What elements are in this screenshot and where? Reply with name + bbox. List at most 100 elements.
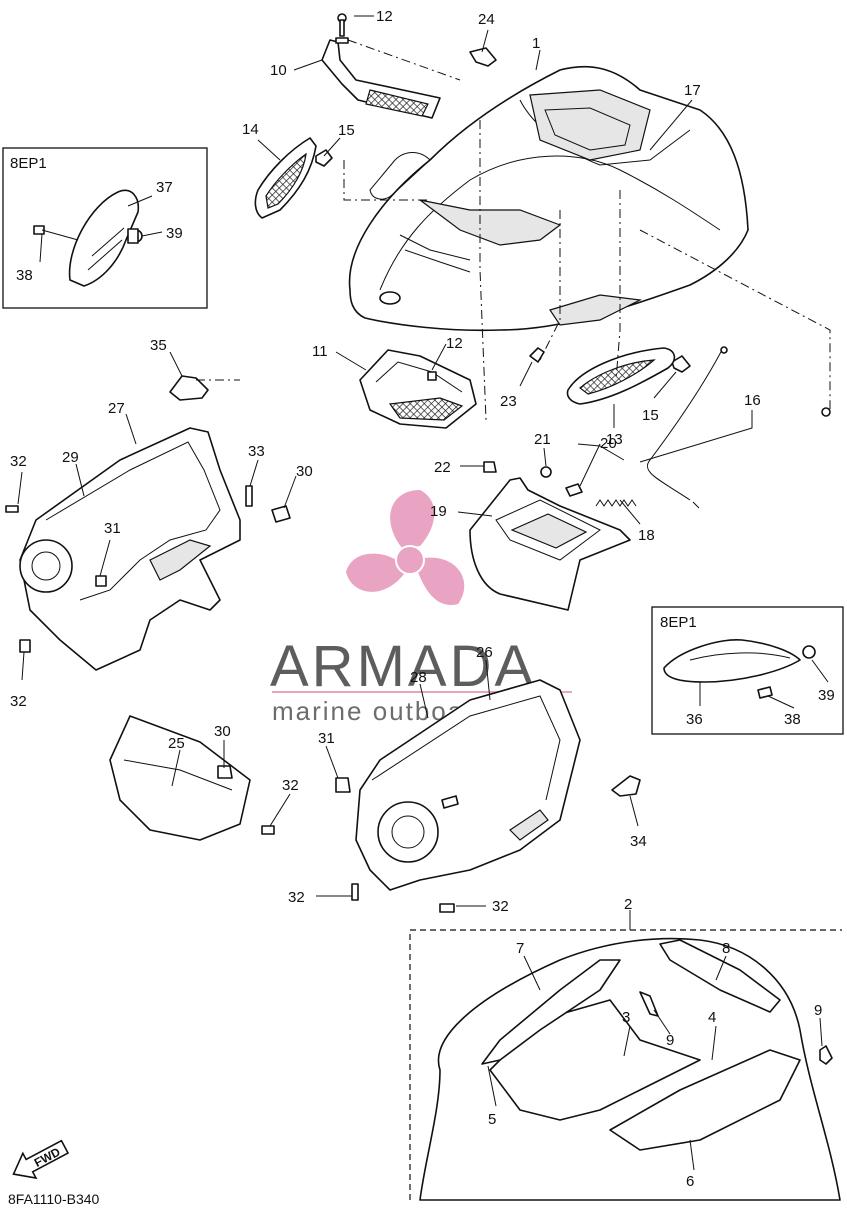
part-10-bracket (321, 39, 441, 119)
callout: 34 (630, 833, 647, 850)
callout: 39 (166, 225, 183, 242)
part-23-clip (529, 347, 545, 363)
part-17-link (577, 443, 625, 461)
part-26-side-cover (355, 679, 581, 891)
callout: 31 (104, 520, 121, 537)
inset-8ep1-bottom: 8EP1 (651, 606, 844, 735)
callout: 1 (532, 35, 540, 52)
callout: 3 (622, 1009, 630, 1026)
watermark-brand: ARMADA (270, 634, 536, 699)
part-30-nut (217, 765, 233, 779)
fwd-arrow-icon: FWD (12, 1139, 70, 1180)
part-11-lower-grille (359, 349, 477, 429)
part-37-shape (68, 189, 140, 287)
callout: 32 (282, 777, 299, 794)
callout: 30 (214, 723, 231, 740)
callout: 38 (16, 267, 33, 284)
callout: 35 (150, 337, 167, 354)
propeller-icon (346, 490, 465, 606)
part-34-bracket (611, 775, 641, 797)
callout: 32 (10, 453, 27, 470)
callout: 24 (478, 11, 495, 28)
callout: 15 (642, 407, 659, 424)
callout: 7 (516, 940, 524, 957)
callout: 22 (434, 459, 451, 476)
callout: 28 (410, 669, 427, 686)
callout-labels: 12 24 1 10 17 14 15 37 39 38 35 11 12 23… (10, 8, 835, 1190)
callout: 32 (288, 889, 305, 906)
part-14-grille (254, 137, 317, 219)
part-31-clip (335, 777, 351, 793)
part-33-bolt (245, 485, 253, 507)
callout: 6 (686, 1173, 694, 1190)
callout: 14 (242, 121, 259, 138)
callout: 11 (312, 343, 328, 360)
part-32-bolt (19, 639, 31, 653)
callout: 20 (600, 435, 617, 452)
part-38-shape (757, 686, 773, 699)
callout: 12 (446, 335, 463, 352)
callout: 27 (108, 400, 125, 417)
callout: 31 (318, 730, 335, 747)
callout: 30 (296, 463, 313, 480)
part-16-cable (647, 349, 723, 501)
part-38-shape (33, 225, 45, 235)
part-32-bolt (261, 825, 275, 835)
part-39-shape (802, 645, 816, 659)
part-2-bottom-cowling (419, 937, 841, 1201)
part-36-shape (663, 639, 801, 683)
part-27-side-cover (19, 427, 241, 671)
callout: 2 (624, 896, 632, 913)
callout: 12 (376, 8, 393, 25)
callout: 18 (638, 527, 655, 544)
callout: 32 (10, 693, 27, 710)
callout: 29 (62, 449, 79, 466)
callout: 10 (270, 62, 287, 79)
part-21-washer (540, 466, 552, 478)
callout: 32 (492, 898, 509, 915)
part-32-bolt (439, 903, 455, 913)
part-32-bolt (5, 505, 19, 513)
bottom-cowling-boundary (409, 929, 842, 1200)
part-15-clip (315, 149, 333, 167)
callout: 15 (338, 122, 355, 139)
callout: 16 (744, 392, 761, 409)
callout: 23 (500, 393, 517, 410)
assembly-lines (196, 39, 831, 421)
callout: 9 (814, 1002, 822, 1019)
callout: 5 (488, 1111, 496, 1128)
inset-title: 8EP1 (10, 155, 47, 172)
part-19-latch-base (469, 477, 631, 611)
diagram-code: 8FA1110-B340 (8, 1191, 100, 1207)
callout: 26 (476, 644, 493, 661)
part-12-screw (427, 371, 437, 381)
part-22-nut (483, 461, 497, 473)
callout: 13 (606, 431, 623, 448)
callout: 9 (666, 1032, 674, 1049)
callout: 17 (684, 82, 701, 99)
part-20-bolt (565, 483, 583, 497)
callout: 39 (818, 687, 835, 704)
callout: 38 (784, 711, 801, 728)
callout: 36 (686, 711, 703, 728)
callout: 4 (708, 1009, 716, 1026)
inset-title: 8EP1 (660, 614, 697, 631)
leader-lines (17, 15, 829, 1171)
part-18-spring (595, 499, 637, 507)
part-32-bolt (351, 883, 359, 901)
part-12-screw (335, 13, 349, 44)
callout: 37 (156, 179, 173, 196)
inset-8ep1-top: 8EP1 (2, 147, 208, 309)
callout: 33 (248, 443, 265, 460)
callout: 25 (168, 735, 185, 752)
part-13-right-grille (566, 347, 676, 405)
callout: 21 (534, 431, 551, 448)
part-25-lower-panel (109, 715, 251, 841)
part-30-nut (271, 505, 291, 523)
part-24-clip (469, 47, 497, 67)
callout: 19 (430, 503, 447, 520)
part-1-top-cowling (348, 65, 749, 332)
part-15-clip (671, 355, 691, 373)
callout: 8 (722, 940, 730, 957)
